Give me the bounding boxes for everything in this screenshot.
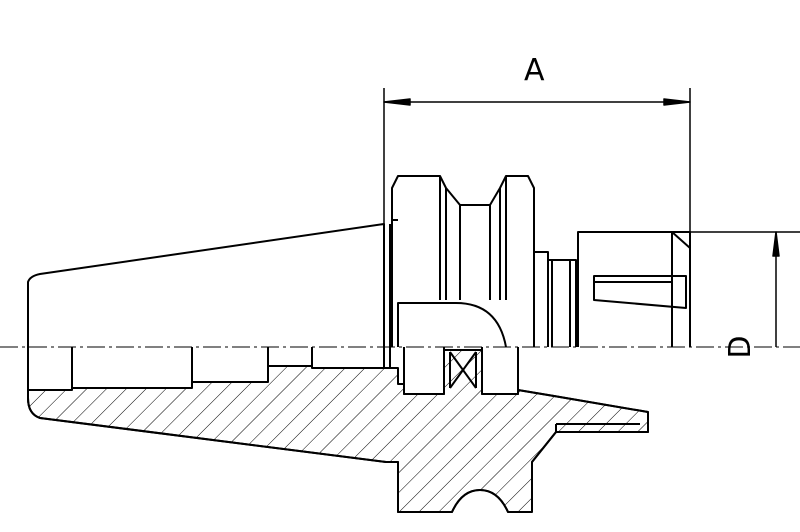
- dimension-label-a: A: [524, 53, 545, 88]
- dimension-a: [383, 88, 691, 232]
- lower-section: [27, 347, 649, 513]
- upper-outline: [27, 175, 691, 348]
- dimension-label-d: D: [723, 335, 758, 359]
- dimension-d: [690, 231, 800, 347]
